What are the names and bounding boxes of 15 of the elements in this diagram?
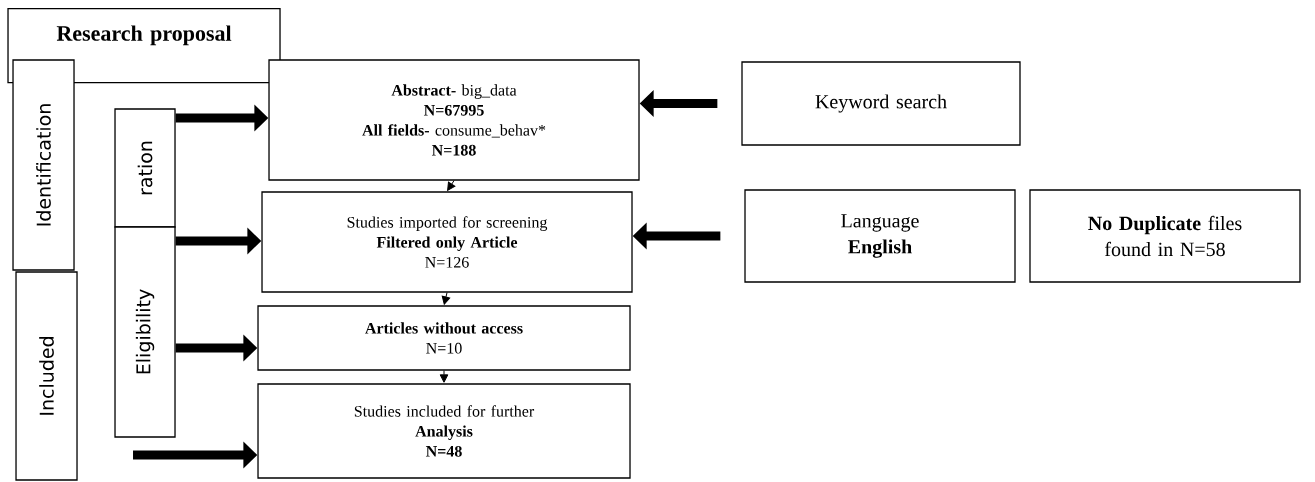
stage-band: Included bbox=[15, 271, 78, 481]
process-box: Articles without access N=10 bbox=[257, 305, 631, 371]
header-box: Research proposal bbox=[7, 8, 281, 84]
arrow bbox=[441, 292, 451, 305]
arrow bbox=[447, 180, 456, 191]
process-box: Studies included for further Analysis N=48 bbox=[257, 383, 631, 479]
stage-band: Eligibility bbox=[114, 226, 176, 438]
process-box: Language English bbox=[744, 189, 1016, 283]
arrow bbox=[439, 370, 449, 383]
stage-band: Identification bbox=[12, 59, 75, 271]
process-box: No Duplicate files found in N=58 bbox=[1029, 189, 1301, 283]
process-box: Keyword search bbox=[741, 61, 1021, 146]
process-box: Studies imported for screening Filtered only Article N=126 bbox=[261, 191, 633, 293]
stage-band: ration bbox=[114, 108, 176, 228]
process-box: Abstract- big_data N=67995 All fields- consume_behav* N=188 bbox=[268, 59, 640, 181]
